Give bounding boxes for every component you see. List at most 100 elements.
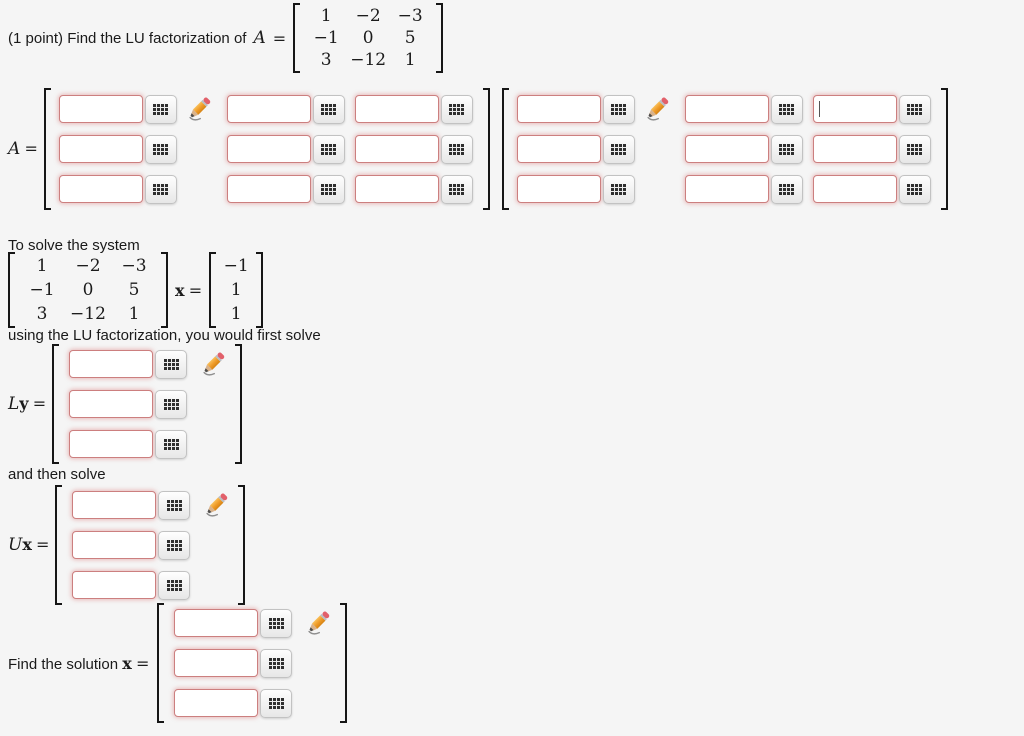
keypad-button[interactable] <box>144 174 177 204</box>
l-input-r1c1[interactable] <box>58 95 143 123</box>
ux-equals-label: Ux = <box>8 535 49 555</box>
solve-system-text: To solve the system <box>8 237 140 254</box>
keypad-button[interactable] <box>602 174 635 204</box>
u-input-r1c1[interactable] <box>516 95 601 123</box>
right-bracket <box>340 603 348 723</box>
keypad-icon <box>268 657 284 669</box>
x-input-3[interactable] <box>174 689 259 717</box>
ly-input-2[interactable] <box>69 390 154 418</box>
keypad-button[interactable] <box>155 349 188 379</box>
l-input-r1c2[interactable] <box>226 95 311 123</box>
l-input-r3c3[interactable] <box>354 175 439 203</box>
x-input-2[interactable] <box>174 649 259 677</box>
system-matrix: 1 −2 −3 −1 0 5 3 −12 1 <box>15 252 161 328</box>
matrix-cell: 0 <box>362 28 374 48</box>
keypad-button[interactable] <box>898 134 931 164</box>
keypad-button[interactable] <box>144 94 177 124</box>
l-input-r3c1[interactable] <box>58 175 143 203</box>
keypad-icon <box>163 358 179 370</box>
keypad-button[interactable] <box>770 174 803 204</box>
u-input-r1c2[interactable] <box>684 95 769 123</box>
keypad-button[interactable] <box>312 174 345 204</box>
keypad-button[interactable] <box>440 94 473 124</box>
matrix-cell: −3 <box>397 6 423 26</box>
ux-cell-1 <box>72 490 191 520</box>
ly-answer-row: Ly = <box>8 344 243 464</box>
a-equals-label: A = <box>8 139 38 159</box>
ly-input-3[interactable] <box>69 430 154 458</box>
u-cell-r3c3 <box>812 174 931 204</box>
x-cell-2 <box>174 648 293 678</box>
u-cell-r2c1 <box>516 134 635 164</box>
keypad-button[interactable] <box>898 94 931 124</box>
keypad-button[interactable] <box>770 94 803 124</box>
u-input-r3c2[interactable] <box>684 175 769 203</box>
spacer <box>187 189 188 190</box>
keypad-button[interactable] <box>440 174 473 204</box>
keypad-button[interactable] <box>260 608 293 638</box>
keypad-button[interactable] <box>155 429 188 459</box>
x-cell-1 <box>174 608 293 638</box>
pencil-icon[interactable] <box>645 95 673 123</box>
keypad-button[interactable] <box>440 134 473 164</box>
and-then-solve-text: and then solve <box>8 466 106 483</box>
l-matrix-inputs <box>51 88 483 210</box>
ux-input-1[interactable] <box>72 491 157 519</box>
equals-sign: = <box>32 394 47 413</box>
var-y: y <box>19 394 29 413</box>
u-input-r2c2[interactable] <box>684 135 769 163</box>
right-bracket <box>238 485 246 605</box>
pencil-icon[interactable] <box>204 491 232 519</box>
equals-sign: = <box>24 139 38 158</box>
keypad-button[interactable] <box>158 570 191 600</box>
l-cell-r3c3 <box>354 174 473 204</box>
x-input-1[interactable] <box>174 609 259 637</box>
u-input-r3c3[interactable] <box>812 175 897 203</box>
keypad-button[interactable] <box>155 389 188 419</box>
l-input-r2c2[interactable] <box>226 135 311 163</box>
keypad-button[interactable] <box>602 94 635 124</box>
l-input-r1c3[interactable] <box>354 95 439 123</box>
keypad-button[interactable] <box>898 174 931 204</box>
ux-input-2[interactable] <box>72 531 157 559</box>
system-equation: 1 −2 −3 −1 0 5 3 −12 1 x = −1 1 1 <box>8 252 264 328</box>
keypad-button[interactable] <box>260 688 293 718</box>
keypad-icon <box>449 183 465 195</box>
keypad-button[interactable] <box>602 134 635 164</box>
u-input-r1c3-focused[interactable] <box>812 95 897 123</box>
l-input-r2c1[interactable] <box>58 135 143 163</box>
x-cell-3 <box>174 688 293 718</box>
u-input-r2c1[interactable] <box>516 135 601 163</box>
ux-cell-3 <box>72 570 191 600</box>
vector-cell: −1 <box>223 256 249 276</box>
keypad-button[interactable] <box>144 134 177 164</box>
var-U: U <box>8 535 23 555</box>
pencil-icon[interactable] <box>201 350 229 378</box>
spacer <box>645 149 646 150</box>
u-input-r3c1[interactable] <box>516 175 601 203</box>
keypad-icon <box>779 103 795 115</box>
left-bracket <box>501 88 509 210</box>
solution-label: Find the solution x = <box>8 654 149 673</box>
ux-input-3[interactable] <box>72 571 157 599</box>
keypad-button[interactable] <box>312 134 345 164</box>
l-input-r2c3[interactable] <box>354 135 439 163</box>
var-A: A <box>253 28 266 48</box>
vector-cell: 1 <box>230 304 242 324</box>
keypad-button[interactable] <box>770 134 803 164</box>
keypad-icon <box>779 143 795 155</box>
ly-cell-1 <box>69 349 188 379</box>
rhs-vector: −1 1 1 <box>216 252 256 328</box>
pencil-icon[interactable] <box>187 95 215 123</box>
equals-sign: = <box>188 280 203 300</box>
ly-input-1[interactable] <box>69 350 154 378</box>
u-input-r2c3[interactable] <box>812 135 897 163</box>
right-bracket <box>436 3 444 73</box>
keypad-button[interactable] <box>260 648 293 678</box>
pencil-icon[interactable] <box>306 609 334 637</box>
keypad-button[interactable] <box>312 94 345 124</box>
ux-cell-2 <box>72 530 191 560</box>
l-input-r3c2[interactable] <box>226 175 311 203</box>
keypad-button[interactable] <box>158 530 191 560</box>
keypad-button[interactable] <box>158 490 191 520</box>
